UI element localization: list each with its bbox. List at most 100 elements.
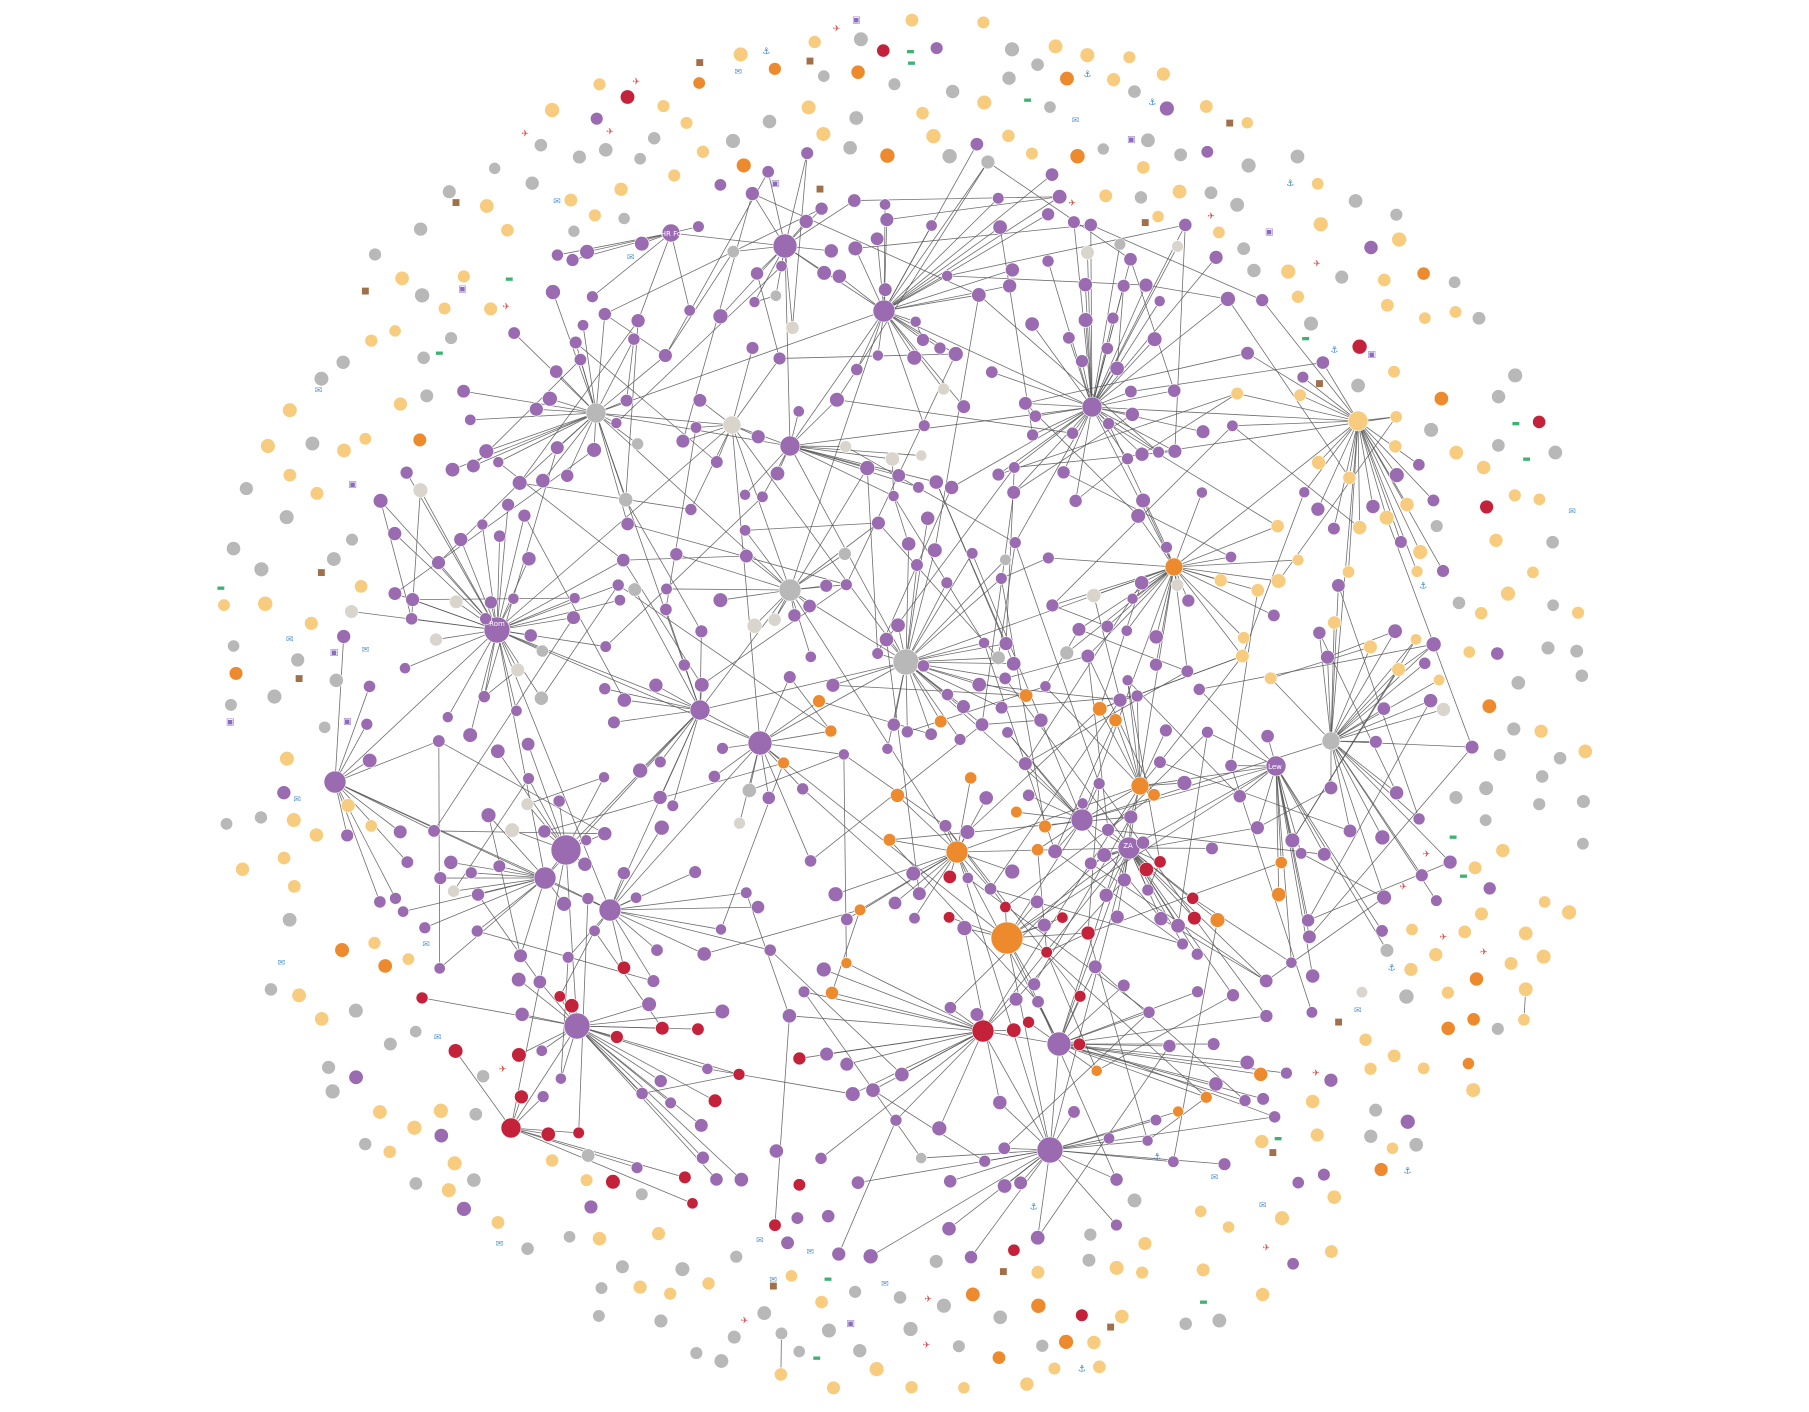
outer-node-light-orange[interactable] [904, 1380, 919, 1395]
outer-node-gray[interactable] [419, 388, 434, 403]
outer-node-gray[interactable] [1532, 797, 1546, 811]
graph-node-purple[interactable] [1442, 854, 1458, 870]
graph-node-purple[interactable] [630, 1161, 644, 1174]
graph-node-purple[interactable] [1134, 446, 1150, 462]
graph-node-purple[interactable] [521, 551, 537, 567]
outer-node-gray[interactable] [279, 509, 295, 525]
graph-node-purple[interactable] [941, 269, 954, 282]
graph-node-purple[interactable] [1343, 823, 1358, 838]
graph-node-purple[interactable] [484, 595, 498, 610]
graph-node-purple[interactable] [1327, 521, 1341, 536]
outer-node-gray[interactable] [254, 810, 268, 825]
graph-node-purple[interactable] [816, 961, 832, 978]
graph-node-purple[interactable] [464, 413, 477, 426]
graph-node-purple[interactable] [984, 882, 997, 896]
graph-node-purple[interactable] [620, 517, 635, 531]
graph-node-purple[interactable] [890, 617, 906, 633]
graph-node-purple[interactable] [792, 405, 805, 418]
graph-node-purple[interactable] [1045, 598, 1060, 613]
outer-node-gray[interactable] [592, 1309, 606, 1323]
graph-node-gray[interactable] [618, 492, 634, 508]
graph-node-light-orange[interactable] [1270, 519, 1285, 534]
graph-node-purple[interactable] [573, 353, 587, 367]
outer-node-light-orange[interactable] [1326, 1189, 1342, 1205]
graph-node-light-orange[interactable] [1341, 565, 1355, 579]
graph-node-purple[interactable] [1109, 1172, 1124, 1187]
outer-node-light-orange[interactable] [925, 128, 942, 144]
graph-node-purple[interactable] [692, 220, 705, 233]
outer-node-gray[interactable] [756, 1305, 772, 1321]
outer-node-light-orange[interactable] [1313, 216, 1329, 232]
outer-node-gray[interactable] [1303, 315, 1319, 332]
graph-node-purple[interactable] [598, 771, 610, 784]
outer-node-gray[interactable] [1096, 142, 1110, 156]
graph-node-purple[interactable] [770, 466, 785, 482]
graph-node-purple[interactable] [1239, 1054, 1255, 1071]
graph-node-light-orange[interactable] [1410, 565, 1424, 578]
outer-node-light-orange[interactable] [1194, 1205, 1208, 1218]
outer-node-light-orange[interactable] [1048, 38, 1064, 54]
graph-node-orange[interactable] [1200, 1091, 1213, 1104]
graph-node-red[interactable] [1153, 855, 1167, 869]
outer-node-light-orange[interactable] [314, 1011, 330, 1027]
graph-node-light-orange[interactable] [1327, 615, 1342, 630]
outer-node-purple[interactable] [276, 785, 292, 800]
outer-node-gray[interactable] [476, 1069, 490, 1084]
graph-node-purple[interactable] [1080, 648, 1095, 664]
graph-node-red[interactable] [999, 901, 1012, 914]
outer-node-gray[interactable] [266, 688, 283, 705]
graph-node-purple[interactable] [971, 287, 987, 303]
graph-node-purple[interactable] [1426, 493, 1440, 508]
graph-node-purple[interactable] [688, 865, 702, 879]
outer-node-orange[interactable] [1440, 1020, 1456, 1036]
outer-node-gray[interactable] [1363, 1129, 1378, 1144]
hub-node-purple[interactable] [1081, 396, 1103, 418]
graph-node-purple[interactable] [1026, 428, 1039, 442]
outer-node-light-orange[interactable] [814, 1295, 829, 1309]
graph-node-purple[interactable] [1418, 656, 1432, 670]
graph-node-red[interactable] [415, 991, 429, 1005]
graph-node-gray[interactable] [769, 289, 782, 302]
graph-node-purple[interactable] [998, 636, 1014, 651]
graph-node-purple[interactable] [569, 335, 583, 350]
outer-node-light-orange[interactable] [732, 46, 749, 63]
graph-node-purple[interactable] [373, 895, 387, 909]
outer-node-light-orange[interactable] [433, 1103, 449, 1119]
hub-node-purple[interactable] [689, 699, 711, 721]
outer-node-light-orange[interactable] [563, 193, 578, 208]
graph-node-purple[interactable] [480, 807, 497, 823]
graph-node-purple[interactable] [1096, 847, 1112, 863]
graph-node-purple[interactable] [659, 603, 673, 616]
outer-node-gray[interactable] [468, 1107, 483, 1122]
graph-node-orange[interactable] [1031, 843, 1045, 857]
outer-node-gray[interactable] [1001, 70, 1017, 86]
graph-node-purple[interactable] [1167, 1155, 1180, 1168]
graph-node-light-gray[interactable] [733, 817, 746, 830]
outer-node-light-orange[interactable] [1172, 184, 1188, 200]
graph-node-purple[interactable] [916, 333, 930, 347]
outer-node-light-orange[interactable] [1387, 365, 1401, 379]
outer-node-light-orange[interactable] [358, 432, 372, 446]
graph-node-red[interactable] [792, 1178, 806, 1192]
graph-node-purple[interactable] [838, 748, 850, 761]
hub-node-orange[interactable] [990, 921, 1024, 955]
outer-node-light-orange[interactable] [309, 486, 325, 501]
outer-node-light-orange[interactable] [1047, 1361, 1062, 1376]
outer-node-light-orange[interactable] [915, 106, 930, 121]
graph-node-light-orange[interactable] [1293, 388, 1307, 402]
outer-node-gray[interactable] [893, 1290, 907, 1305]
graph-node-purple[interactable] [613, 594, 626, 607]
outer-node-gray[interactable] [952, 1339, 966, 1353]
outer-node-gray[interactable] [635, 1187, 649, 1201]
graph-node-purple[interactable] [1030, 1230, 1046, 1246]
graph-node-purple[interactable] [1192, 683, 1206, 696]
outer-node-light-orange[interactable] [1019, 1376, 1035, 1392]
graph-node-purple[interactable] [839, 1057, 854, 1072]
graph-node-purple[interactable] [851, 1175, 865, 1190]
graph-node-purple[interactable] [1066, 426, 1079, 440]
graph-node-orange[interactable] [964, 771, 978, 785]
graph-node-gray[interactable] [1379, 943, 1395, 958]
graph-node-purple[interactable] [1001, 726, 1014, 739]
graph-node-purple[interactable] [739, 489, 751, 501]
outer-node-light-orange[interactable] [336, 442, 352, 458]
